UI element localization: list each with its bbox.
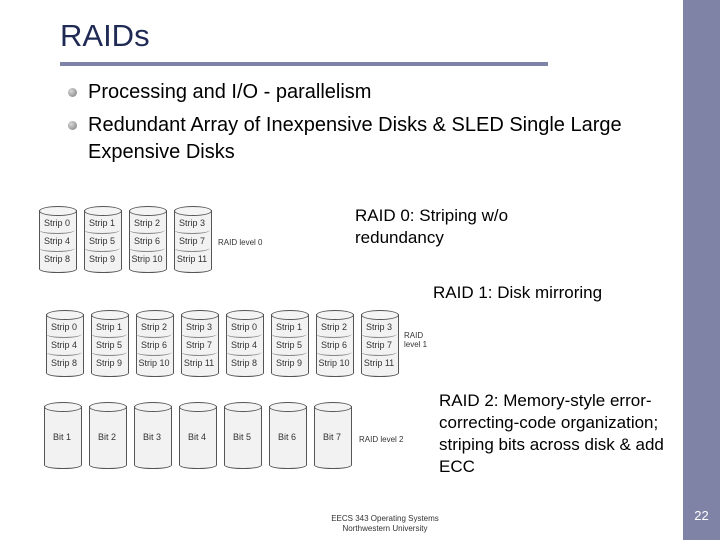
raid0-disk: Strip 0 Strip 4 Strip 8 (39, 206, 77, 273)
disk-strip-label: Strip 8 (230, 357, 257, 368)
disk-strip-label: Strip 0 (230, 321, 257, 332)
raid2-level-label: RAID level 2 (359, 435, 404, 444)
bullet-item: Processing and I/O - parallelism (68, 79, 678, 106)
raid1-level-label-line1: RAID (404, 331, 424, 340)
raid2-disk: Bit 6 (269, 402, 307, 469)
raid1-disk: Strip 1 Strip 5 Strip 9 (91, 310, 129, 377)
disk-strip-label: Strip 1 (95, 321, 122, 332)
disk-strip-label: Strip 9 (95, 357, 122, 368)
disk-strip-label: Strip 10 (138, 357, 170, 368)
raid1-disk: Strip 3 Strip 7 Strip 11 (361, 310, 399, 377)
disk-strip-label: Strip 6 (140, 339, 167, 350)
disk-strip-label: Strip 7 (185, 339, 212, 350)
slide-number: 22 (694, 508, 709, 523)
disk-strip-label: Strip 2 (320, 321, 347, 332)
raid1-disk: Strip 3 Strip 7 Strip 11 (181, 310, 219, 377)
slide-title: RAIDs (60, 18, 150, 53)
raid2-disk: Bit 7 (314, 402, 352, 469)
raid2-disk: Bit 2 (89, 402, 127, 469)
bullet-text: Redundant Array of Inexpensive Disks & S… (88, 114, 622, 163)
disk-strip-label: Strip 11 (363, 357, 395, 368)
bullet-icon (68, 121, 77, 130)
raid2-disk: Bit 4 (179, 402, 217, 469)
disk-strip-label: Strip 10 (318, 357, 350, 368)
disk-strip-label: Strip 9 (275, 357, 302, 368)
bullet-item: Redundant Array of Inexpensive Disks & S… (68, 112, 678, 166)
raid0-caption: RAID 0: Striping w/o redundancy (355, 206, 509, 247)
disk-strip-label: Strip 9 (88, 253, 115, 264)
disk-strip-label: Bit 6 (277, 431, 296, 442)
disk-strip-label: Bit 3 (142, 431, 161, 442)
disk-strip-label: Strip 11 (183, 357, 215, 368)
disk-strip-label: Strip 5 (88, 235, 115, 246)
raid1-disk: Strip 0 Strip 4 Strip 8 (226, 310, 264, 377)
disk-strip-label: Strip 4 (43, 235, 70, 246)
disk-strip-label: Strip 2 (133, 217, 160, 228)
disk-strip-label: Strip 1 (275, 321, 302, 332)
disk-strip-label: Bit 5 (232, 431, 251, 442)
raid1-level-label-line2: level 1 (404, 340, 428, 349)
disk-strip-label: Strip 4 (50, 339, 77, 350)
raid2-disk: Bit 5 (224, 402, 262, 469)
disk-strip-label: Strip 3 (185, 321, 212, 332)
title-underline (60, 62, 548, 66)
disk-strip-label: Strip 5 (275, 339, 302, 350)
bullet-text: Processing and I/O - parallelism (88, 81, 372, 103)
disk-strip-label: Strip 3 (178, 217, 205, 228)
disk-strip-label: Strip 0 (50, 321, 77, 332)
raid0-disk: Strip 1 Strip 5 Strip 9 (84, 206, 122, 273)
disk-strip-label: Strip 7 (178, 235, 205, 246)
disk-strip-label: Strip 8 (43, 253, 70, 264)
disk-strip-label: Bit 7 (322, 431, 341, 442)
footer: EECS 343 Operating Systems Northwestern … (300, 514, 470, 534)
disk-strip-label: Strip 3 (365, 321, 392, 332)
disk-strip-label: Bit 1 (52, 431, 71, 442)
raid2-disk: Bit 1 (44, 402, 82, 469)
disk-strip-label: Strip 8 (50, 357, 77, 368)
side-accent-bar (683, 0, 720, 540)
raid2-disk: Bit 3 (134, 402, 172, 469)
raid1-disk: Strip 1 Strip 5 Strip 9 (271, 310, 309, 377)
raid0-level-label: RAID level 0 (218, 238, 263, 247)
raid0-disk: Strip 2 Strip 6 Strip 10 (129, 206, 167, 273)
raid1-caption: RAID 1: Disk mirroring (433, 283, 603, 302)
disk-strip-label: Strip 0 (43, 217, 70, 228)
footer-course: EECS 343 Operating Systems (331, 514, 439, 523)
bullet-icon (68, 88, 77, 97)
disk-strip-label: Strip 6 (320, 339, 347, 350)
disk-strip-label: Strip 10 (131, 253, 163, 264)
disk-strip-label: Strip 6 (133, 235, 160, 246)
disk-strip-label: Strip 11 (176, 253, 208, 264)
footer-university: Northwestern University (342, 524, 428, 533)
disk-strip-label: Strip 1 (88, 217, 115, 228)
disk-strip-label: Bit 2 (97, 431, 116, 442)
disk-strip-label: Strip 5 (95, 339, 122, 350)
disk-strip-label: Strip 7 (365, 339, 392, 350)
raid1-disk: Strip 2 Strip 6 Strip 10 (136, 310, 174, 377)
disk-strip-label: Strip 2 (140, 321, 167, 332)
raid1-disk: Strip 2 Strip 6 Strip 10 (316, 310, 354, 377)
raid1-level-label: RAID level 1 (404, 331, 427, 349)
disk-strip-label: Bit 4 (187, 431, 206, 442)
raid2-caption: RAID 2: Memory-style error-correcting-co… (439, 391, 664, 476)
raid1-disk: Strip 0 Strip 4 Strip 8 (46, 310, 84, 377)
disk-strip-label: Strip 4 (230, 339, 257, 350)
raid0-disk: Strip 3 Strip 7 Strip 11 (174, 206, 212, 273)
